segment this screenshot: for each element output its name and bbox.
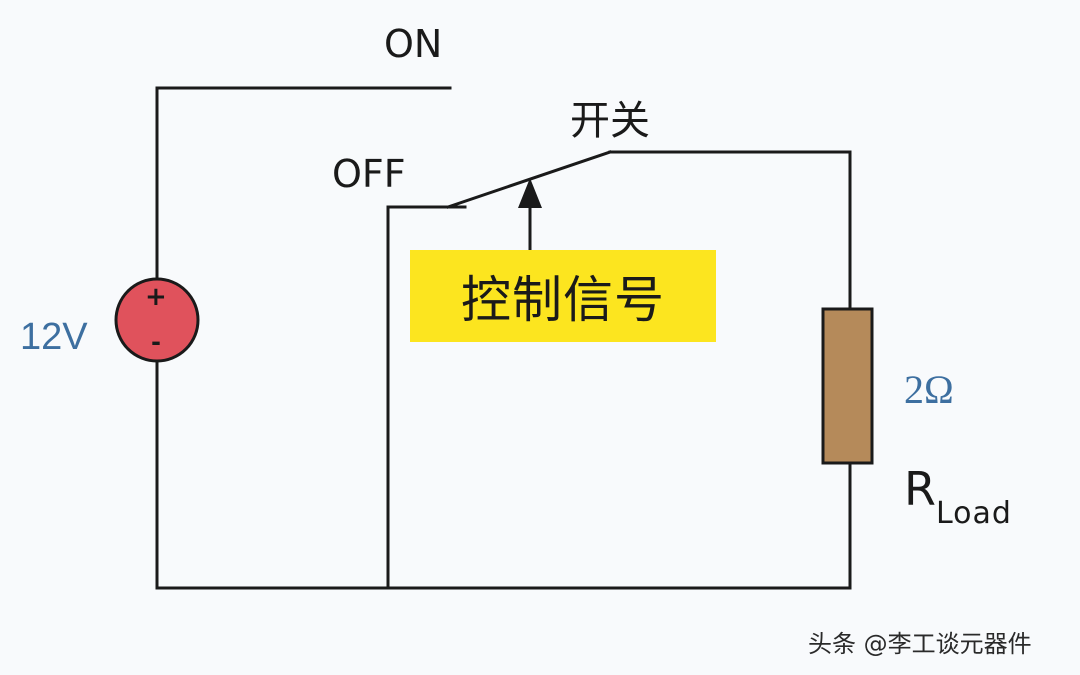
on-label: ON xyxy=(384,22,443,66)
wire-on-left xyxy=(155,86,452,282)
switch-blade xyxy=(446,150,612,209)
wire-left-bottom xyxy=(155,358,852,590)
control-signal-label: 控制信号 xyxy=(461,271,665,329)
load-label-main: R xyxy=(904,462,936,516)
watermark: 头条 @李工谈元器件 xyxy=(808,630,1032,658)
wire-right-top xyxy=(608,150,852,310)
wire-off-contact xyxy=(386,205,467,590)
source-minus-sign: - xyxy=(151,328,161,356)
off-label: OFF xyxy=(332,152,406,196)
load-label: RLoad xyxy=(904,462,1012,531)
load-resistor-icon xyxy=(821,307,874,465)
load-label-subscript: Load xyxy=(935,496,1012,531)
source-plus-sign: + xyxy=(145,282,167,312)
voltage-source-icon xyxy=(114,277,200,363)
resistance-label: 2Ω xyxy=(904,367,954,412)
switch-label: 开关 xyxy=(570,98,650,144)
voltage-label: 12V xyxy=(20,316,88,358)
control-arrow-head xyxy=(518,178,542,208)
control-signal-box: 控制信号 xyxy=(410,250,716,342)
